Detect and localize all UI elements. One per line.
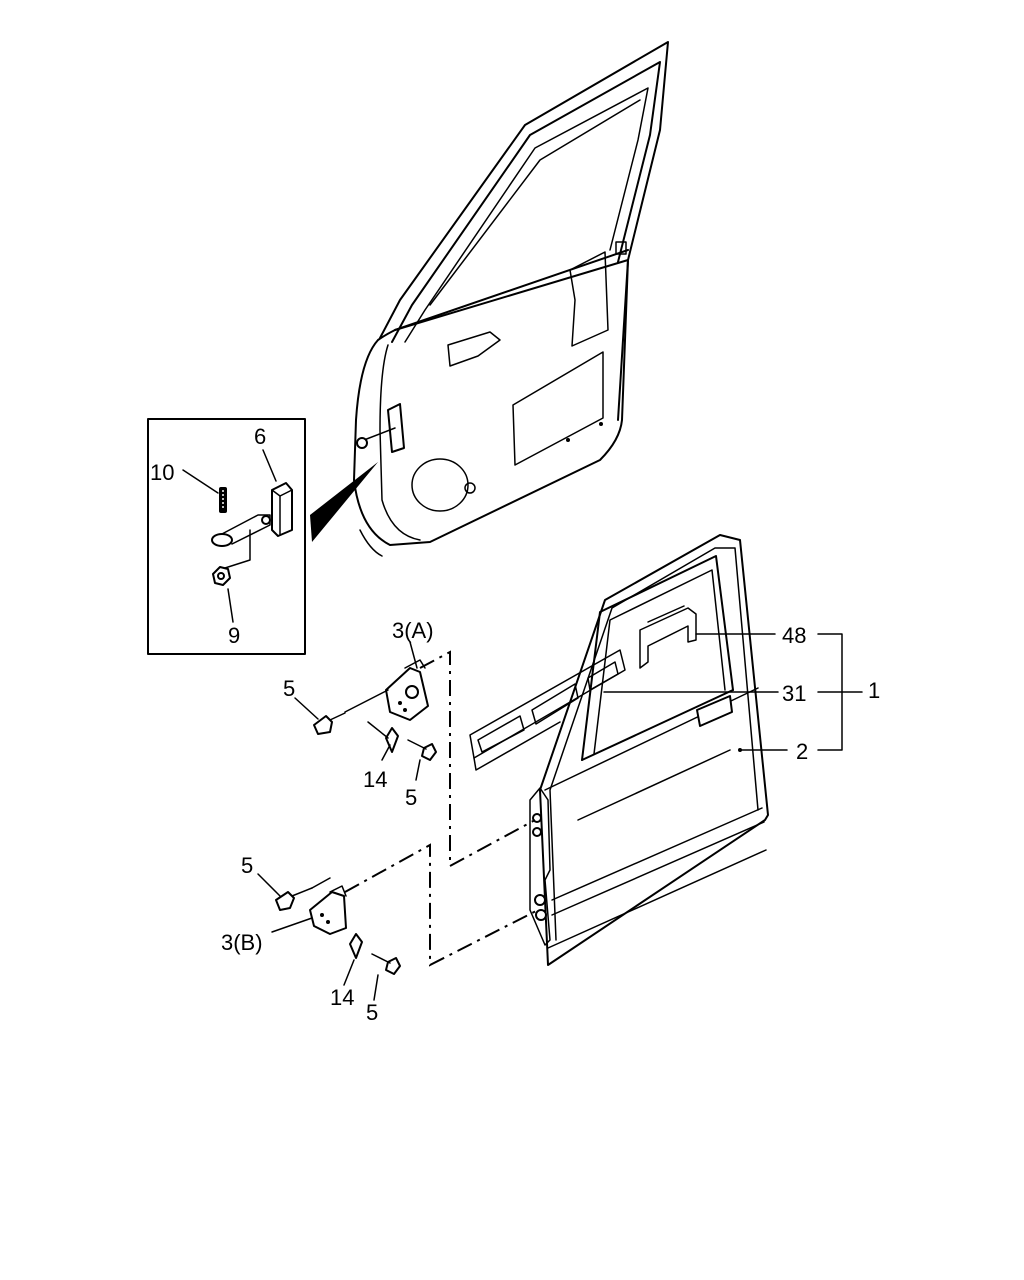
callout-48: 48	[782, 623, 806, 648]
callout-5-lower-right: 5	[366, 1000, 378, 1025]
callout-5-lower-left: 5	[241, 853, 253, 878]
installation-guide-lines	[344, 650, 539, 967]
glass-run-part	[639, 605, 697, 669]
callout-5-upper-left: 5	[283, 676, 295, 701]
callout-14-upper: 14	[363, 767, 387, 792]
door-inner-view	[353, 41, 669, 557]
lower-hinge-part	[271, 885, 347, 935]
assembly-bracket	[603, 633, 863, 751]
callout-31: 31	[782, 681, 806, 706]
upper-hinge-bolts	[294, 689, 437, 781]
callout-1: 1	[868, 678, 880, 703]
detail-pointer-wedge	[310, 462, 378, 542]
callout-labels: 6 10 9 3(A) 5 14 5 48 31 1 2 5 3(B) 14 5	[150, 424, 880, 1025]
callout-5-upper-right: 5	[405, 785, 417, 810]
callout-14-lower: 14	[330, 985, 354, 1010]
callout-3a: 3(A)	[392, 618, 434, 643]
callout-2: 2	[796, 739, 808, 764]
callout-3b: 3(B)	[221, 930, 263, 955]
callout-10: 10	[150, 460, 174, 485]
lower-hinge-bolts	[257, 873, 401, 1001]
weatherstrip-part	[469, 649, 626, 771]
callout-9: 9	[228, 623, 240, 648]
upper-hinge-part	[385, 641, 429, 721]
door-check-detail-box	[147, 418, 306, 655]
callout-6: 6	[254, 424, 266, 449]
door-outer-view	[529, 534, 769, 966]
